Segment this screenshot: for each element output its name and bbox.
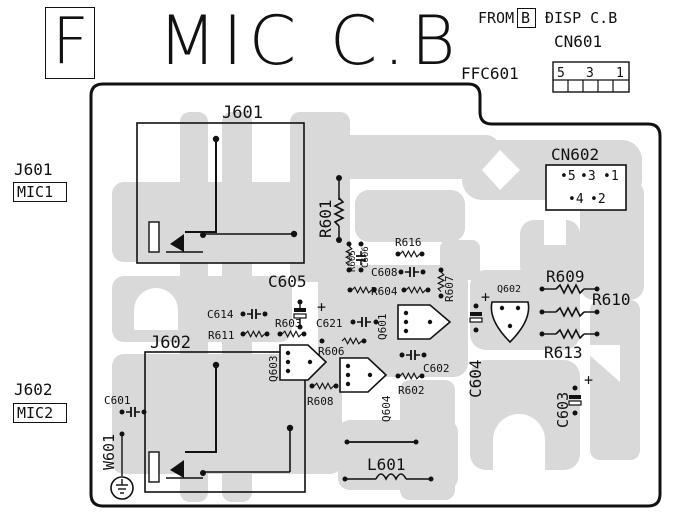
label-q603: Q603 bbox=[267, 356, 280, 383]
capacitor-c604: + bbox=[469, 288, 490, 333]
label-r605: R605 bbox=[348, 250, 358, 272]
cn602-pin-3: •3 bbox=[580, 169, 596, 184]
label-r611: R611 bbox=[208, 329, 235, 342]
resistor-r611 bbox=[240, 330, 270, 338]
resistor-r601 bbox=[334, 175, 344, 243]
capacitor-c605: + bbox=[293, 298, 326, 330]
label-c604: C604 bbox=[466, 359, 485, 398]
connector-label: CN601 bbox=[554, 32, 603, 51]
c603-plus: + bbox=[584, 371, 593, 389]
label-cn602: CN602 bbox=[551, 145, 599, 164]
label-c614: C614 bbox=[207, 308, 234, 321]
jack-j602 bbox=[144, 351, 306, 493]
label-r606: R606 bbox=[318, 345, 345, 358]
board-letter: F bbox=[52, 5, 89, 79]
c604-plus: + bbox=[481, 288, 490, 306]
from-board-letter: B bbox=[521, 9, 531, 27]
capacitor-c614 bbox=[240, 308, 268, 320]
jack1-side-ref: J601 bbox=[14, 160, 53, 179]
transistor-q602 bbox=[490, 301, 530, 344]
connector-cn602: •5 •3 •1 •4 •2 bbox=[545, 164, 627, 211]
resistor-r608 bbox=[309, 382, 339, 390]
capacitor-c603: + bbox=[568, 371, 593, 416]
transistor-q604 bbox=[339, 357, 388, 393]
capacitor-c606 bbox=[355, 241, 367, 273]
label-r602: R602 bbox=[398, 384, 425, 397]
label-c621: C621 bbox=[316, 317, 343, 330]
capacitor-c608 bbox=[398, 266, 426, 278]
capacitor-c602 bbox=[399, 349, 427, 361]
jack2-side-name: MIC2 bbox=[17, 404, 54, 422]
label-w601: W601 bbox=[100, 434, 118, 470]
label-l601: L601 bbox=[367, 455, 406, 474]
cn602-pin-1: •1 bbox=[603, 169, 619, 184]
label-r603: R603 bbox=[275, 317, 302, 330]
from-board-name: ĐISP C.B bbox=[545, 9, 618, 27]
label-c603: C603 bbox=[554, 392, 572, 428]
resistor-r603 bbox=[277, 330, 307, 338]
label-r610: R610 bbox=[592, 290, 631, 309]
board-letter-box bbox=[45, 7, 95, 79]
label-q602: Q602 bbox=[497, 284, 521, 295]
cn602-pin-4: •4 bbox=[568, 192, 584, 207]
capacitor-c601 bbox=[119, 406, 147, 418]
transistor-q603 bbox=[279, 344, 328, 381]
copper-traces bbox=[112, 112, 644, 502]
resistor-r609 bbox=[539, 284, 600, 294]
label-c606: C606 bbox=[361, 246, 371, 268]
resistor-r602 bbox=[395, 372, 425, 380]
label-r607: R607 bbox=[443, 276, 456, 303]
label-c602: C602 bbox=[423, 362, 450, 375]
ffc-pin-3: 3 bbox=[586, 66, 594, 81]
transistor-q601 bbox=[397, 304, 452, 340]
copper-voids bbox=[134, 150, 620, 470]
label-c608: C608 bbox=[371, 266, 398, 279]
from-board-letter-box bbox=[517, 8, 536, 28]
jack2-side-ref: J602 bbox=[14, 380, 53, 399]
ground-w601 bbox=[110, 431, 134, 500]
jack1-side-name-box bbox=[13, 182, 67, 202]
capacitor-c621 bbox=[350, 316, 379, 328]
ffc-pin-5: 5 bbox=[557, 66, 565, 81]
jumper-wire bbox=[344, 439, 419, 445]
resistor-r613 bbox=[539, 329, 600, 339]
resistor-r616 bbox=[395, 250, 425, 258]
label-r609: R609 bbox=[546, 267, 585, 286]
label-r601: R601 bbox=[316, 199, 335, 238]
resistor-r604 bbox=[347, 286, 431, 294]
label-j601: J601 bbox=[222, 103, 263, 123]
label-c601: C601 bbox=[104, 394, 131, 407]
inductor-l601 bbox=[342, 473, 434, 482]
jack-j601 bbox=[136, 122, 305, 264]
label-q604: Q604 bbox=[380, 395, 393, 422]
label-r604: R604 bbox=[371, 285, 398, 298]
resistor-r607 bbox=[437, 267, 445, 299]
from-prefix: FROM bbox=[478, 9, 515, 27]
board-title: MIC C.B bbox=[158, 2, 462, 81]
ffc-connector: 5 3 1 bbox=[552, 61, 630, 93]
label-q601: Q601 bbox=[376, 314, 389, 341]
part-labels: J601 J602 CN602 R601 R605 C606 R616 C605… bbox=[100, 103, 631, 474]
resistor-r606 bbox=[319, 337, 367, 345]
ffc-label: FFC601 bbox=[461, 64, 519, 83]
cn602-pin-2: •2 bbox=[590, 192, 606, 207]
label-r616: R616 bbox=[395, 236, 422, 249]
jack2-side-name-box bbox=[13, 403, 67, 423]
cn602-pin-5: •5 bbox=[560, 169, 576, 184]
label-c605: C605 bbox=[268, 272, 307, 291]
resistor-r605 bbox=[345, 241, 353, 273]
resistor-r610 bbox=[539, 307, 600, 317]
c605-plus: + bbox=[317, 298, 326, 316]
label-r613: R613 bbox=[544, 343, 583, 362]
jack1-side-name: MIC1 bbox=[17, 183, 54, 201]
ffc-pin-1: 1 bbox=[616, 66, 624, 81]
label-j602: J602 bbox=[150, 333, 191, 353]
label-r608: R608 bbox=[307, 395, 334, 408]
